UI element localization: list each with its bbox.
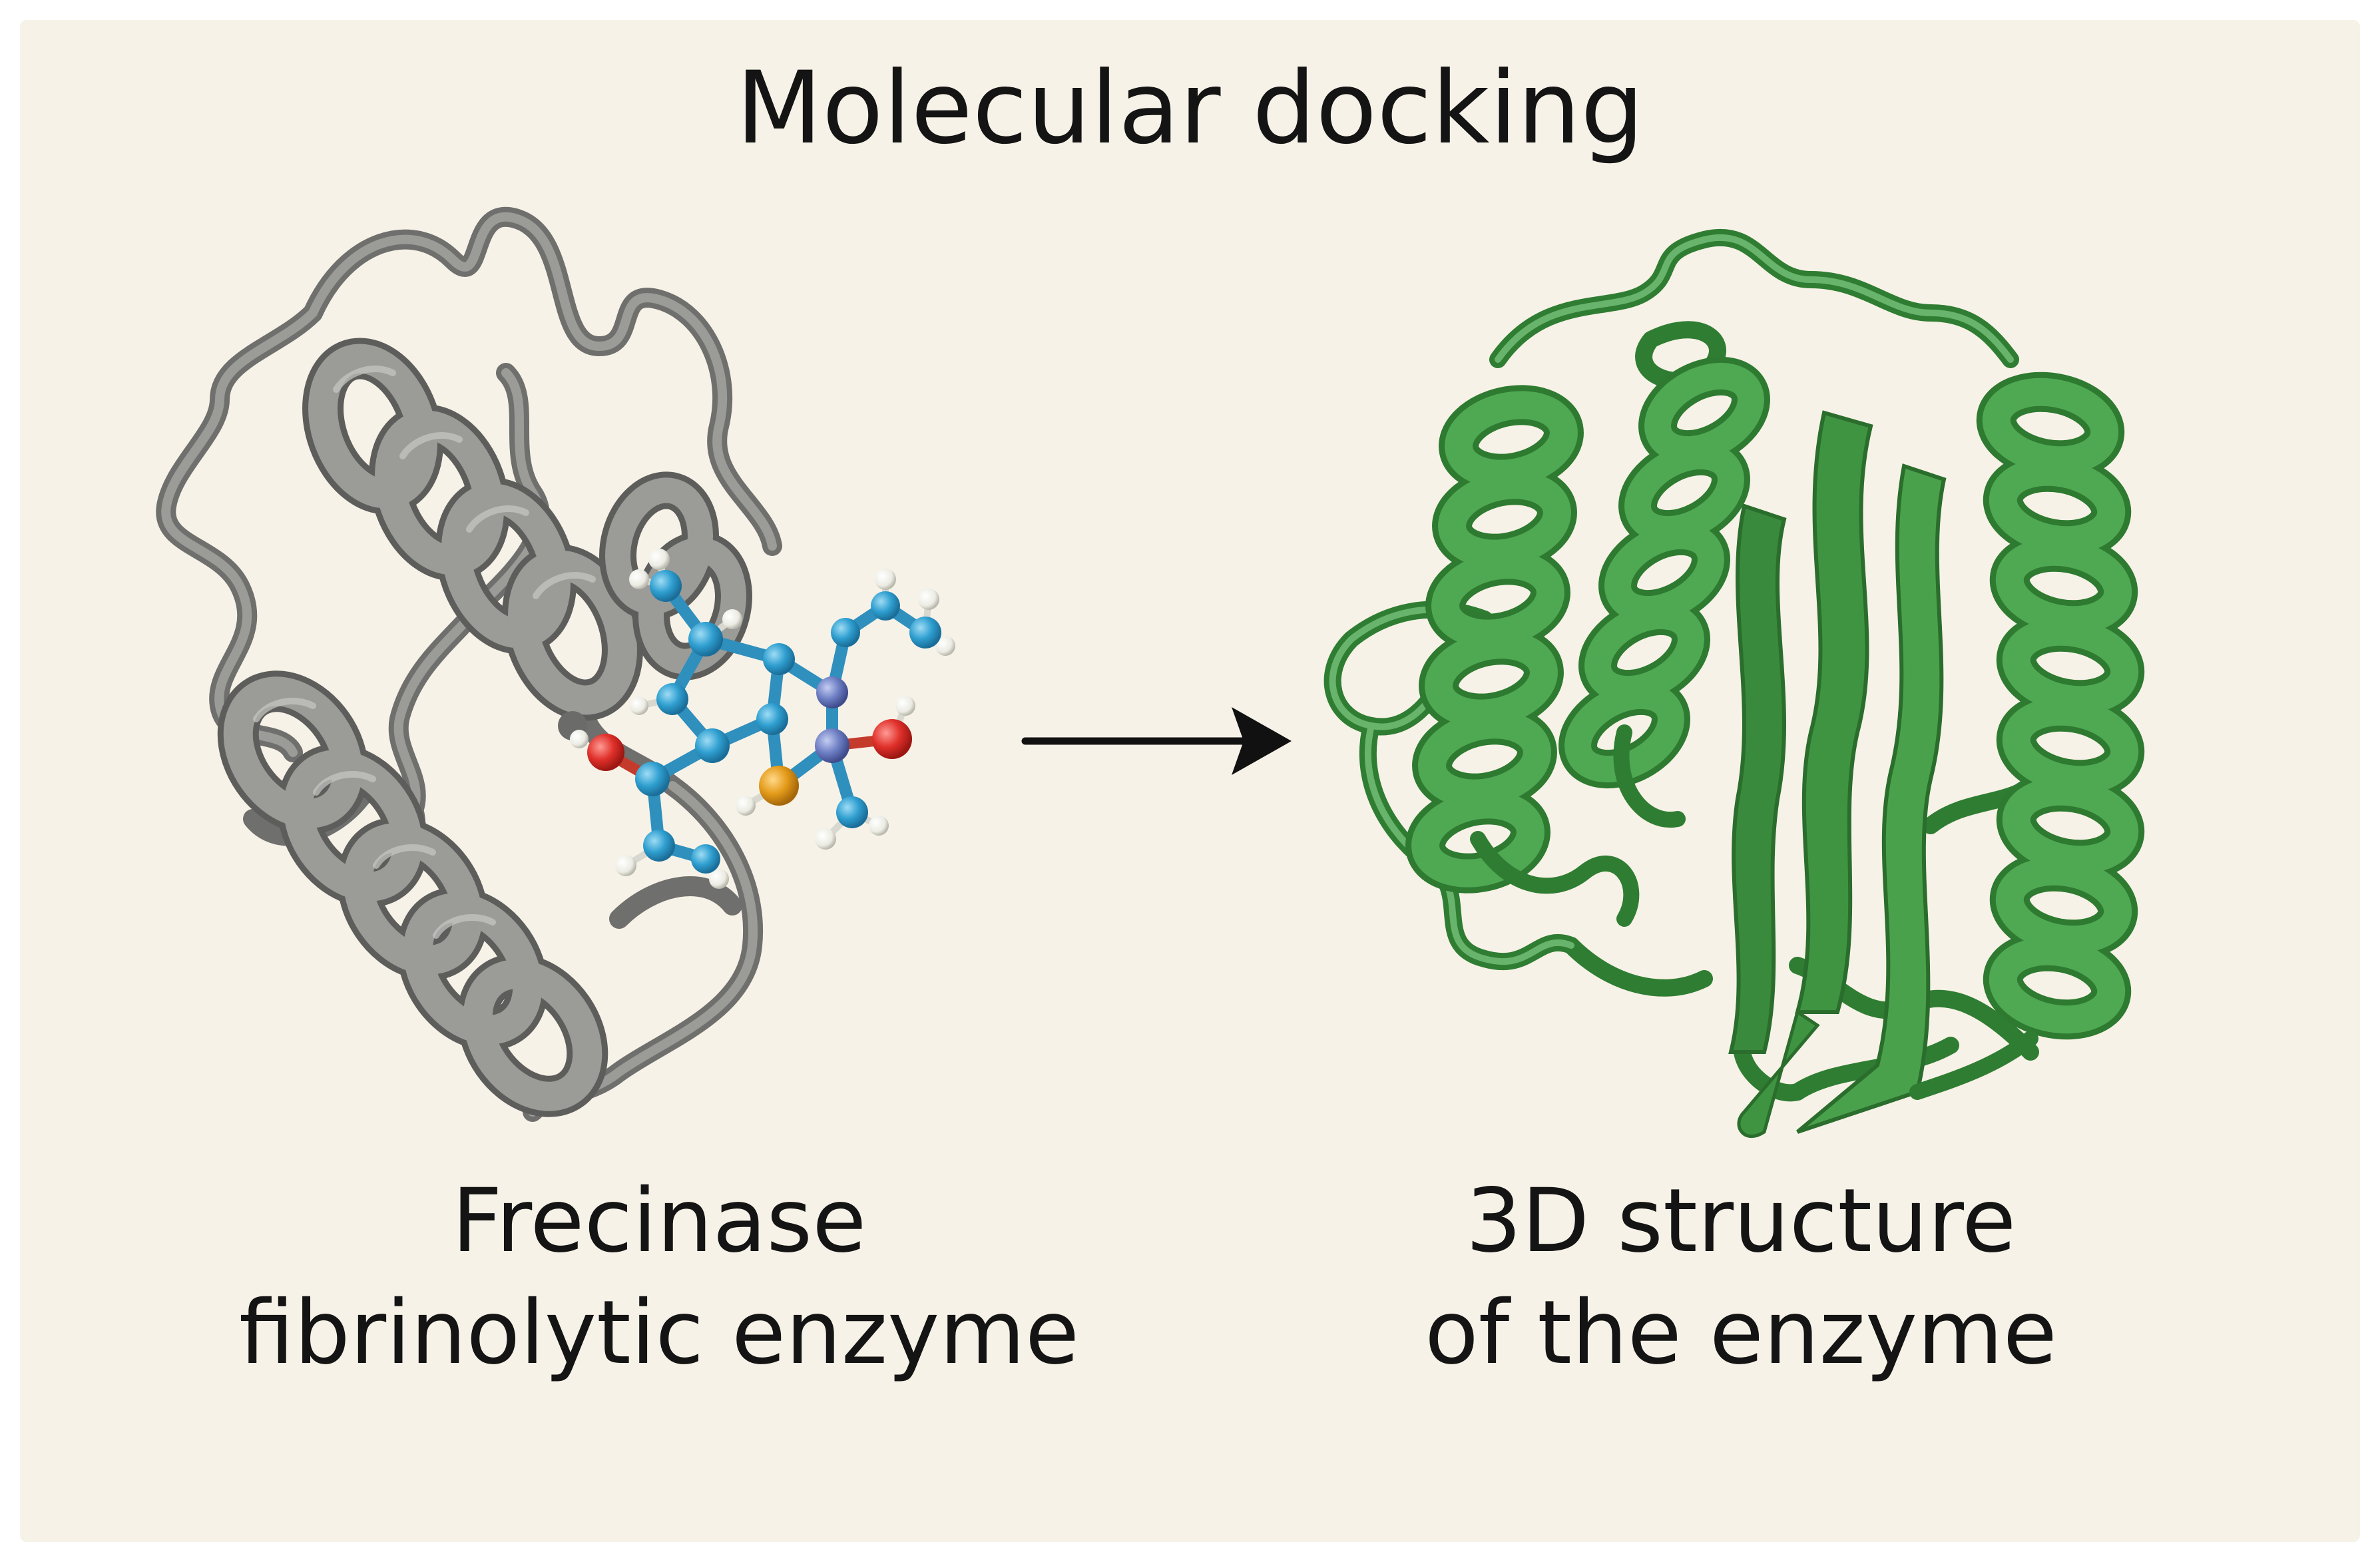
left-caption-line-2: fibrinolytic enzyme xyxy=(238,1282,1080,1384)
left-helix-lower xyxy=(217,670,608,1117)
green-helix-left xyxy=(1405,385,1584,894)
green-ribbon-protein-structure xyxy=(1323,228,2145,1138)
green-helix-middle xyxy=(1558,356,1770,789)
right-arrow-icon xyxy=(1021,707,1292,775)
gray-ribbon-protein-with-bound-ligand xyxy=(156,206,955,1122)
green-beta-sheet xyxy=(1728,410,1947,1138)
green-helix-right xyxy=(1976,372,2145,1040)
page-title: Molecular docking xyxy=(736,51,1644,166)
left-caption-line-1: Frecinase xyxy=(451,1170,867,1272)
bound-ligand-molecule xyxy=(570,549,955,889)
left-helix-upper xyxy=(302,338,643,721)
right-caption-line-1: 3D structure xyxy=(1465,1170,2017,1272)
right-caption: 3D structure of the enzyme xyxy=(1298,1165,2184,1389)
left-caption: Frecinase fibrinolytic enzyme xyxy=(166,1165,1152,1389)
right-caption-line-2: of the enzyme xyxy=(1425,1282,2057,1384)
